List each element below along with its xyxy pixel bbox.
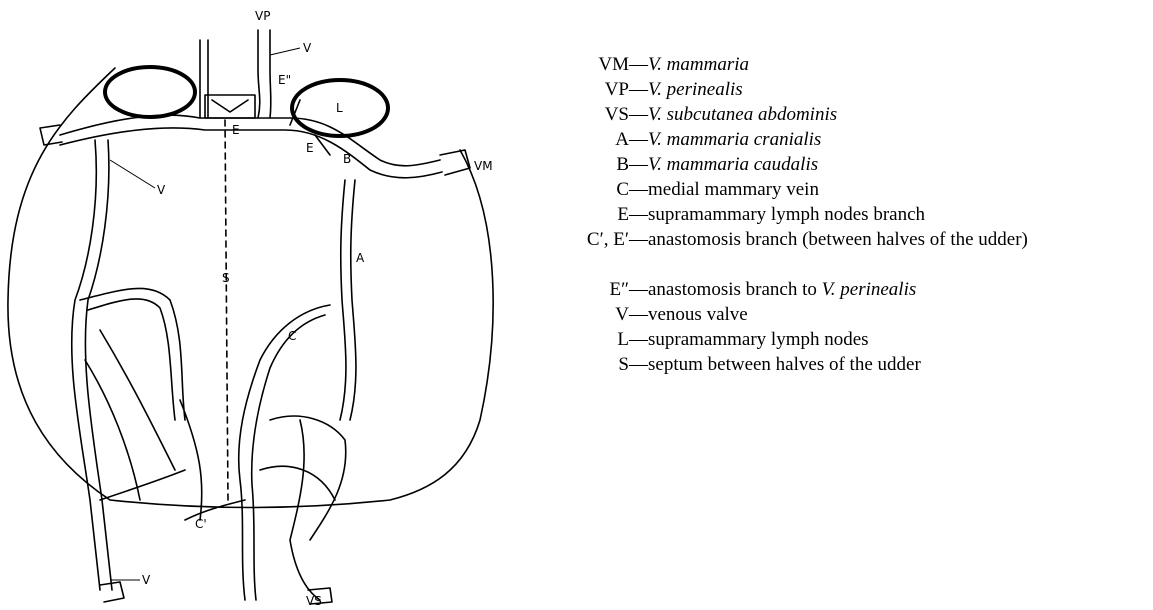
- label-a: A: [356, 251, 365, 265]
- label-v-top: V: [303, 41, 312, 55]
- legend-key: C′, E′: [587, 227, 629, 252]
- legend-row: VP—V. perinealis: [535, 77, 1145, 102]
- label-c-prime: C': [195, 517, 207, 531]
- label-vp: VP: [255, 9, 270, 23]
- vm-stub: [440, 150, 470, 175]
- legend-description: —supramammary lymph nodes: [629, 327, 869, 352]
- label-v-bottom: V: [142, 573, 151, 587]
- legend-key: S: [618, 352, 629, 377]
- legend-row: V—venous valve: [535, 302, 1145, 327]
- legend-key: VP: [605, 77, 629, 102]
- legend-key: A: [615, 127, 629, 152]
- legend-row: E—supramammary lymph nodes branch: [535, 202, 1145, 227]
- legend-description: —V. perinealis: [629, 77, 743, 102]
- legend-description: —V. subcutanea abdominis: [629, 102, 837, 127]
- medial-mammary-vein: [239, 305, 330, 600]
- legend-description: —anastomosis branch to V. perinealis: [629, 277, 916, 302]
- central-junction: [205, 95, 255, 118]
- legend-row: C—medial mammary vein: [535, 177, 1145, 202]
- legend-description: —V. mammaria: [629, 52, 749, 77]
- label-e-double-prime: E": [278, 73, 291, 87]
- c-prime-anastomosis: [185, 500, 245, 520]
- legend-key: E″: [609, 277, 629, 302]
- label-vm: VM: [474, 159, 493, 173]
- left-network: [80, 288, 202, 520]
- legend-row: B—V. mammaria caudalis: [535, 152, 1145, 177]
- right-main-vein: [340, 180, 356, 420]
- legend-row: S—septum between halves of the udder: [535, 352, 1145, 377]
- label-e-right: E: [306, 141, 314, 155]
- left-main-vein: [72, 140, 112, 590]
- legend-description: —V. mammaria caudalis: [629, 152, 818, 177]
- label-c: C: [288, 329, 296, 343]
- legend-key: B: [616, 152, 629, 177]
- legend-description: —V. mammaria cranialis: [629, 127, 821, 152]
- septum-line: [225, 120, 228, 500]
- left-lymph-node: [105, 67, 195, 117]
- legend-row: C′, E′—anastomosis branch (between halve…: [535, 227, 1145, 277]
- legend-key: VS: [605, 102, 629, 127]
- vp-vein: [258, 30, 271, 118]
- legend-row: VM—V. mammaria: [535, 52, 1145, 77]
- legend-row: A—V. mammaria cranialis: [535, 127, 1145, 152]
- label-s: S: [222, 271, 230, 285]
- legend-key: C: [616, 177, 629, 202]
- legend-key: L: [617, 327, 629, 352]
- legend-description: —supramammary lymph nodes branch: [629, 202, 925, 227]
- legend-row: L—supramammary lymph nodes: [535, 327, 1145, 352]
- legend-key: V: [615, 302, 629, 327]
- legend-key: VM: [598, 52, 629, 77]
- legend-description: —anastomosis branch (between halves of t…: [629, 227, 1144, 252]
- diagram-svg: VP V E" L E E B VM V S A C C' V VS: [0, 0, 520, 610]
- legend-description: —septum between halves of the udder: [629, 352, 921, 377]
- label-e-mid: E: [232, 123, 240, 137]
- udder-vein-diagram: VP V E" L E E B VM V S A C C' V VS: [0, 0, 520, 610]
- label-l: L: [336, 101, 343, 115]
- legend-description: —venous valve: [629, 302, 748, 327]
- label-b: B: [343, 152, 351, 166]
- legend-key: E: [617, 202, 629, 227]
- legend-description: —medial mammary vein: [629, 177, 819, 202]
- label-vs: VS: [306, 594, 322, 608]
- legend-row: E″—anastomosis branch to V. perinealis: [535, 277, 1145, 302]
- legend-row: VS—V. subcutanea abdominis: [535, 102, 1145, 127]
- label-v-left: V: [157, 183, 166, 197]
